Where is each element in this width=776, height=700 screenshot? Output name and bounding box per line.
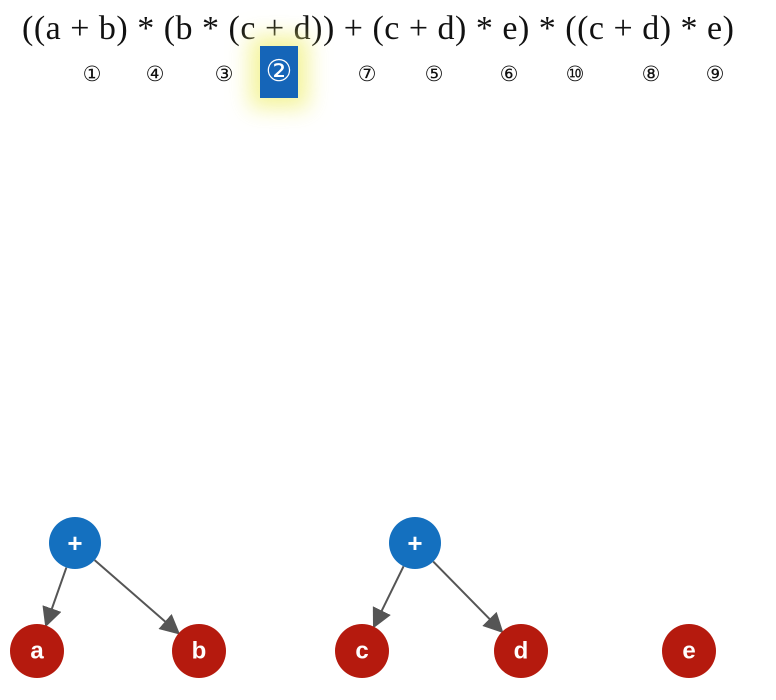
order-marker-5: ⑦ (357, 62, 377, 86)
tree-node-label-e: e (682, 638, 695, 665)
tree-node-plus2: + (389, 517, 441, 569)
order-marker-7: ⑥ (499, 62, 519, 86)
expression-formula: ((a + b) * (b * (c + d)) + (c + d) * e) … (22, 10, 735, 47)
order-marker-1: ① (82, 62, 102, 86)
tree-node-c: c (335, 624, 389, 678)
order-marker-8: ⑩ (565, 62, 585, 86)
order-marker-2: ④ (145, 62, 165, 86)
edge-plus1-b (93, 559, 181, 635)
tree-node-circle-a (10, 624, 64, 678)
tree-node-circle-plus2 (389, 517, 441, 569)
tree-node-circle-plus1 (49, 517, 101, 569)
order-marker-6: ⑤ (424, 62, 444, 86)
tree-node-label-plus2: + (407, 528, 422, 558)
edge-plus2-c (372, 565, 405, 629)
tree-node-circle-b (172, 624, 226, 678)
tree-node-e: e (662, 624, 716, 678)
tree-node-label-c: c (355, 638, 368, 665)
tree-node-circle-e (662, 624, 716, 678)
tree-node-label-d: d (514, 638, 529, 665)
order-marker-4-highlighted: ② (260, 46, 298, 98)
tree-node-label-plus1: + (67, 528, 82, 558)
tree-node-label-a: a (30, 638, 44, 665)
order-marker-9: ⑧ (641, 62, 661, 86)
order-marker-3: ③ (214, 62, 234, 86)
tree-node-plus1: + (49, 517, 101, 569)
order-marker-10: ⑨ (705, 62, 725, 86)
edge-plus2-d (432, 560, 504, 634)
edge-plus1-a (42, 567, 68, 628)
tree-node-a: a (10, 624, 64, 678)
tree-node-d: d (494, 624, 548, 678)
tree-node-circle-d (494, 624, 548, 678)
tree-node-circle-c (335, 624, 389, 678)
tree-node-label-b: b (192, 638, 207, 665)
tree-node-b: b (172, 624, 226, 678)
